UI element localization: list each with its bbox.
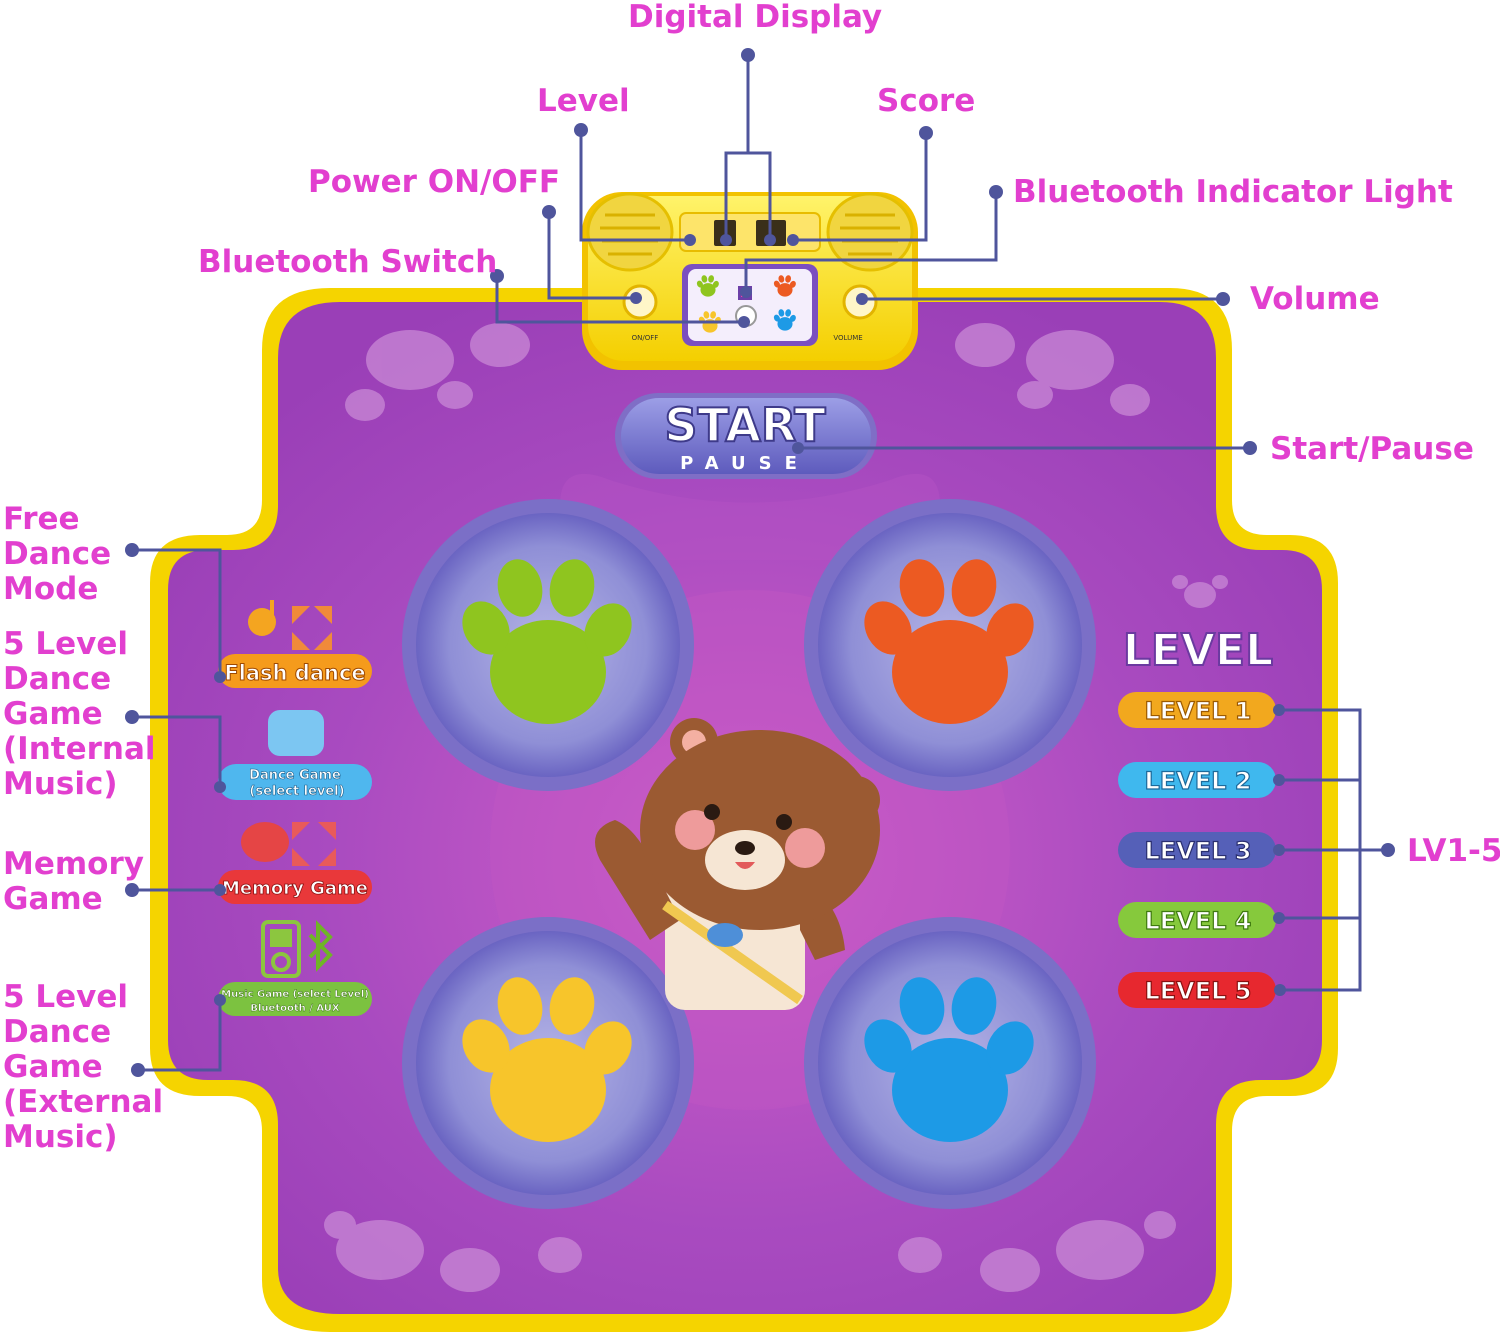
label-line: Free Dance <box>3 501 112 572</box>
level-4-button[interactable]: LEVEL 4 <box>1118 902 1276 938</box>
label-line: Game <box>3 696 103 732</box>
pad-yellow[interactable] <box>402 917 694 1209</box>
mode-flash-dance[interactable]: Flash dance <box>218 600 372 688</box>
flash-dance-label: Flash dance <box>224 661 365 685</box>
control-console: ON/OFF VOLUME <box>582 192 918 370</box>
level-1-label: LEVEL 1 <box>1144 697 1251 725</box>
pad-green[interactable] <box>402 499 694 791</box>
select-level-label: (select level) <box>249 784 344 799</box>
bear-illustration <box>595 718 880 1010</box>
bluetooth-aux-label: Bluetooth / AUX <box>250 1003 340 1014</box>
label-volume: Volume <box>1250 281 1380 317</box>
label-line: Mode <box>3 571 99 607</box>
label-line: (External <box>3 1084 164 1120</box>
pad-orange[interactable] <box>804 499 1096 791</box>
label-bluetooth-switch: Bluetooth Switch <box>198 244 498 280</box>
console-volume-label: VOLUME <box>833 334 862 342</box>
label-bluetooth-indicator: Bluetooth Indicator Light <box>1013 174 1453 210</box>
label-line: Memory <box>3 846 144 882</box>
label-line: Dance <box>3 661 112 697</box>
label-free-dance: Free Dance Mode <box>3 502 173 607</box>
pause-text: PAUSE <box>680 453 810 474</box>
level-title: LEVEL <box>1123 625 1273 676</box>
label-lv1-5: LV1-5 <box>1407 833 1500 869</box>
level-buttons: LEVEL 1 LEVEL 2 LEVEL 3 LEVEL 4 LEVEL 5 <box>1118 692 1276 1008</box>
memory-game-label: Memory Game <box>222 878 368 899</box>
music-game-label: Music Game (select Level) <box>221 989 369 1000</box>
label-line: (Internal <box>3 731 156 767</box>
label-line: Music) <box>3 1119 118 1155</box>
label-dance-external: 5 Level Dance Game (External Music) <box>3 980 173 1155</box>
label-digital-display: Digital Display <box>628 0 883 35</box>
mode-dance-game[interactable]: Dance Game (select level) <box>218 710 372 800</box>
level-2-button[interactable]: LEVEL 2 <box>1118 762 1276 798</box>
level-1-button[interactable]: LEVEL 1 <box>1118 692 1276 728</box>
label-line: Game <box>3 881 103 917</box>
label-line: 5 Level <box>3 626 128 662</box>
level-2-label: LEVEL 2 <box>1144 767 1251 795</box>
pad-blue[interactable] <box>804 917 1096 1209</box>
level-3-button[interactable]: LEVEL 3 <box>1118 832 1276 868</box>
label-memory-game: Memory Game <box>3 847 173 917</box>
label-level: Level <box>537 83 630 119</box>
label-start-pause: Start/Pause <box>1270 431 1474 467</box>
leader-lines <box>132 55 1388 1072</box>
label-dance-internal: 5 Level Dance Game (Internal Music) <box>3 627 173 802</box>
label-line: Dance <box>3 1014 112 1050</box>
start-pause-button[interactable]: START PAUSE <box>615 393 877 479</box>
level-4-label: LEVEL 4 <box>1144 907 1251 935</box>
label-line: Game <box>3 1049 103 1085</box>
decor-paws <box>324 323 1228 1292</box>
mode-music-game[interactable]: Music Game (select Level) Bluetooth / AU… <box>218 920 372 1016</box>
mode-memory-game[interactable]: Memory Game <box>218 822 372 904</box>
console-onoff-label: ON/OFF <box>632 334 659 342</box>
label-line: 5 Level <box>3 979 128 1015</box>
label-line: Music) <box>3 766 118 802</box>
leader-dots <box>125 48 1395 1077</box>
level-3-label: LEVEL 3 <box>1144 837 1251 865</box>
level-5-button[interactable]: LEVEL 5 <box>1118 972 1276 1008</box>
level-5-label: LEVEL 5 <box>1144 977 1251 1005</box>
dance-game-label: Dance Game <box>249 768 341 783</box>
label-power: Power ON/OFF <box>308 164 561 200</box>
label-score: Score <box>877 83 976 119</box>
